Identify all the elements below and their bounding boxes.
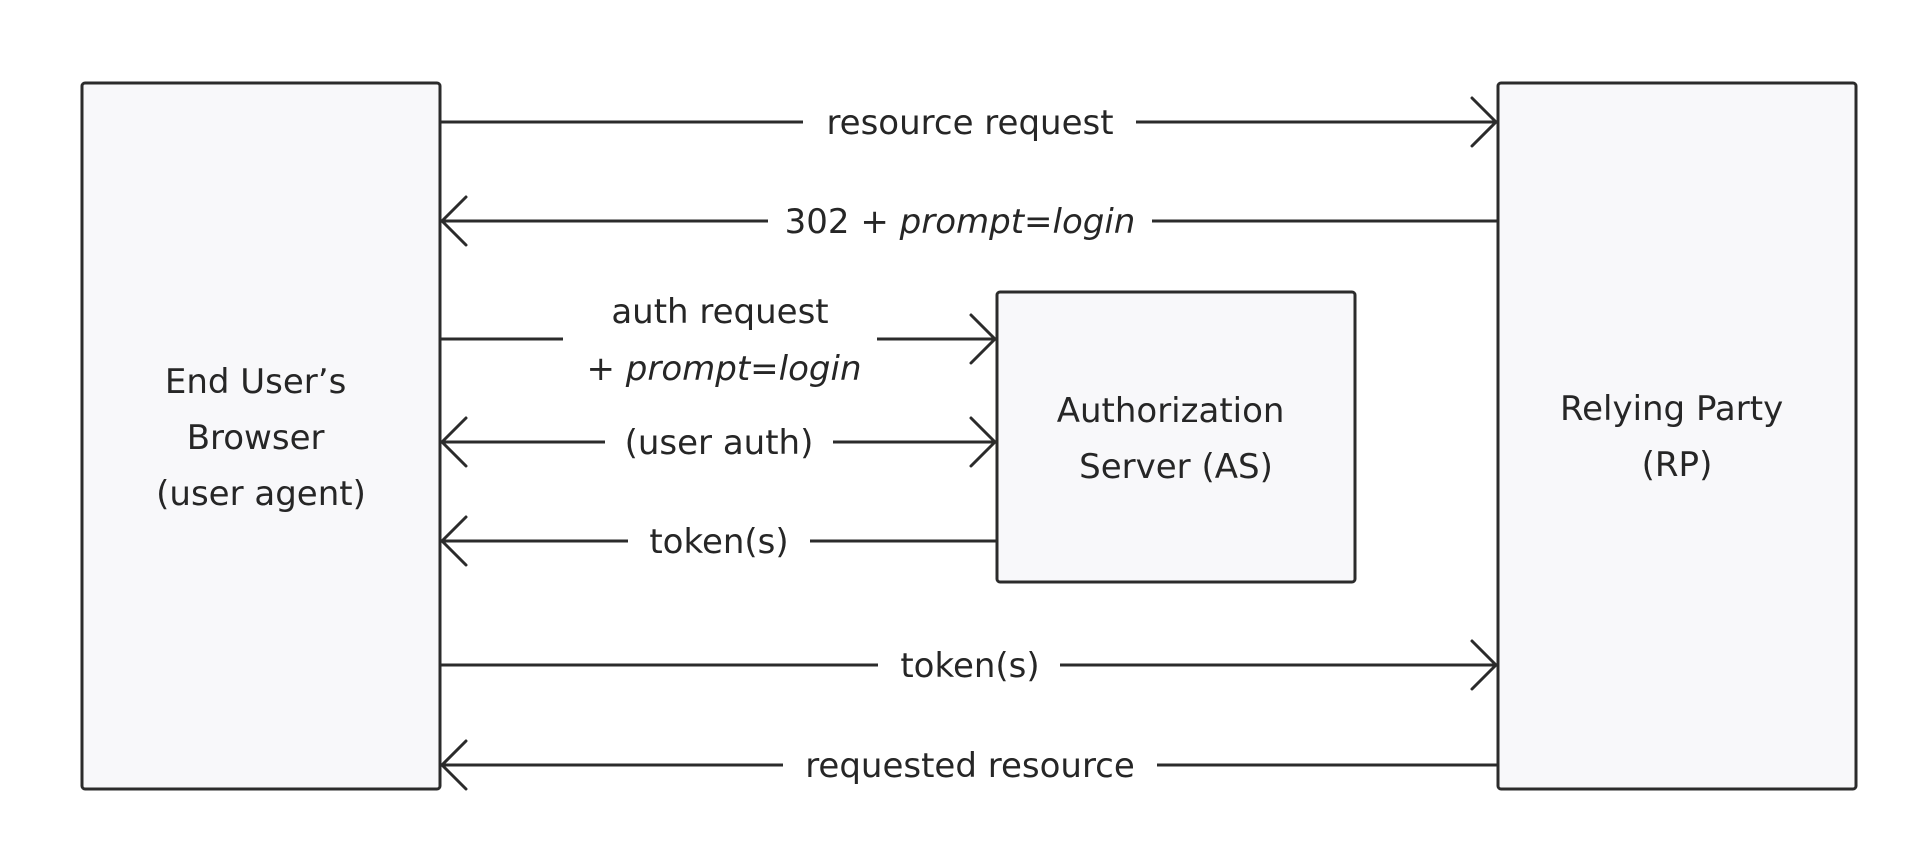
rp-box	[1496, 81, 1858, 791]
arrowhead-left-icon	[440, 739, 468, 791]
edge-label: 302 + prompt=login	[785, 202, 1136, 242]
edge-label-plain: token(s)	[900, 646, 1039, 686]
rp-label-line-1: Relying Party	[1560, 389, 1783, 429]
edge-label-line-2: + prompt=login	[586, 349, 861, 389]
edge-token-as: token(s)	[440, 515, 997, 567]
browser-node: End User’s Browser (user agent)	[80, 81, 442, 791]
edge-label-plain: resource request	[826, 103, 1113, 143]
arrowhead-right-icon	[1470, 96, 1498, 148]
as-node: Authorization Server (AS)	[995, 290, 1357, 584]
rp-node: Relying Party (RP)	[1496, 81, 1858, 791]
edge-label-plain: +	[586, 349, 625, 389]
edge-label-plain: (user auth)	[625, 423, 814, 463]
edge-label: resource request	[826, 103, 1113, 143]
browser-label-line-2: Browser	[187, 418, 325, 458]
browser-label-line-3: (user agent)	[156, 474, 366, 514]
arrowhead-right-icon	[969, 416, 997, 468]
as-label-line-2: Server (AS)	[1079, 447, 1273, 487]
edge-label-plain: requested resource	[805, 746, 1135, 786]
edge-auth-request: auth request + prompt=login	[440, 292, 997, 389]
as-label-line-1: Authorization	[1057, 391, 1285, 431]
edge-token-rp: token(s)	[440, 639, 1498, 691]
arrowhead-right-icon	[969, 313, 997, 365]
as-box	[995, 290, 1357, 584]
browser-box	[80, 81, 442, 791]
edge-label: requested resource	[805, 746, 1135, 786]
browser-label-line-1: End User’s	[165, 362, 346, 402]
edge-label-plain: token(s)	[649, 522, 788, 562]
edge-user-auth: (user auth)	[440, 416, 997, 468]
arrowhead-right-icon	[1470, 639, 1498, 691]
edge-redirect-302: 302 + prompt=login	[440, 195, 1498, 247]
rp-label: Relying Party (RP)	[1560, 389, 1794, 485]
arrowhead-left-icon	[440, 416, 468, 468]
edge-label-italic: prompt=login	[625, 349, 862, 389]
edge-label-plain: 302 +	[785, 202, 900, 242]
as-label: Authorization Server (AS)	[1057, 391, 1296, 487]
edge-resource-request: resource request	[440, 96, 1498, 148]
edge-label: token(s)	[649, 522, 788, 562]
rp-label-line-2: (RP)	[1642, 445, 1713, 485]
edge-label: (user auth)	[625, 423, 814, 463]
edge-label-italic: prompt=login	[899, 202, 1136, 242]
arrowhead-left-icon	[440, 195, 468, 247]
arrowhead-left-icon	[440, 515, 468, 567]
edge-label: token(s)	[900, 646, 1039, 686]
edge-requested-resource: requested resource	[440, 739, 1498, 791]
edge-label-line-1: auth request	[611, 292, 828, 332]
browser-label: End User’s Browser (user agent)	[156, 362, 366, 514]
